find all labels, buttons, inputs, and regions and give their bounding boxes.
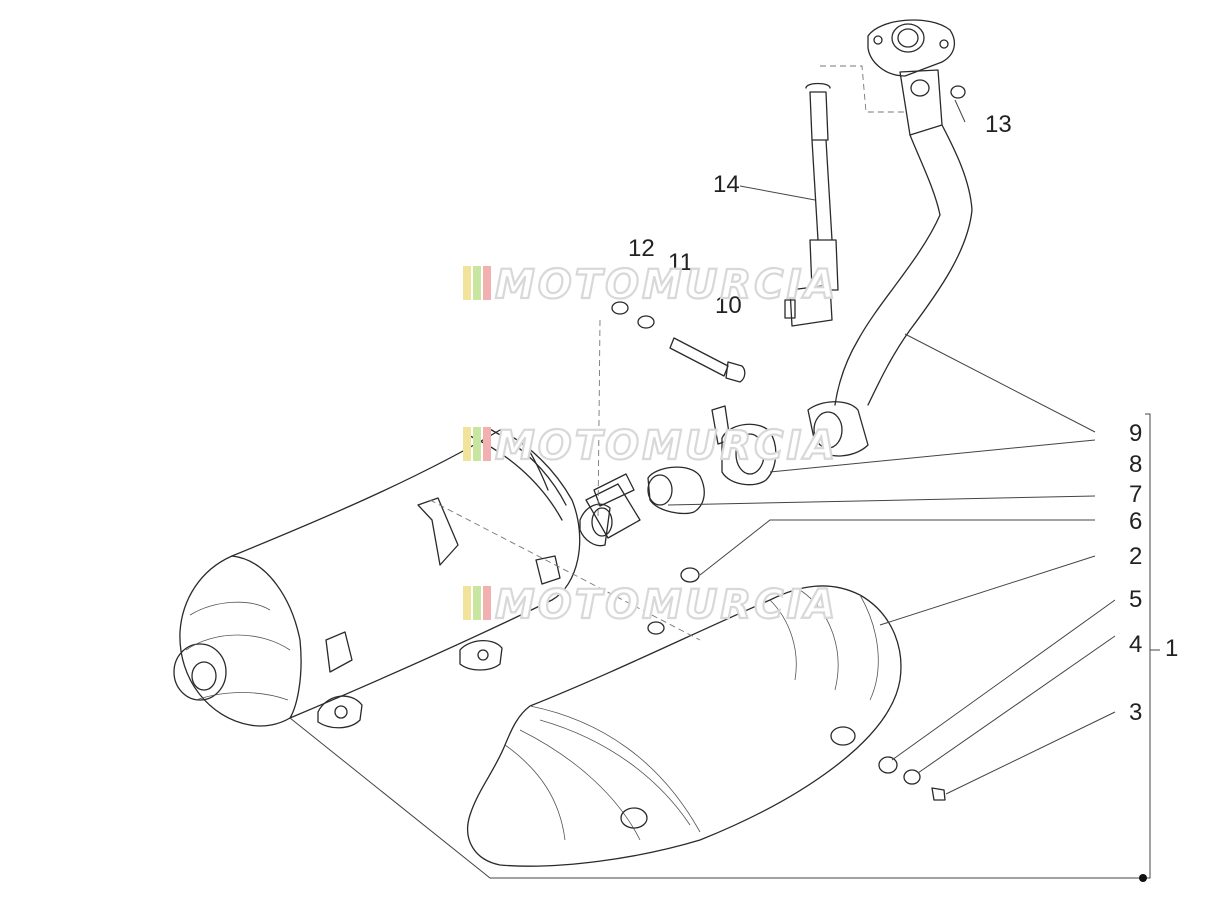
muffler <box>173 427 641 729</box>
callout-6: 6 <box>1129 508 1142 535</box>
dashed-guides <box>429 65 905 641</box>
watermark-3: MOTOMURCIA <box>463 581 838 629</box>
bolt-assembly <box>611 301 746 383</box>
leader-end-dot <box>1139 874 1147 882</box>
callout-8: 8 <box>1129 451 1142 478</box>
watermark-2: MOTOMURCIA <box>463 422 838 470</box>
callout-9: 9 <box>1129 420 1142 447</box>
lambda-sensor <box>784 82 839 327</box>
callout-12: 12 <box>628 235 655 262</box>
watermark-text: MOTOMURCIA <box>495 423 838 469</box>
callout-14: 14 <box>713 171 740 198</box>
watermark-1: MOTOMURCIA <box>463 261 838 309</box>
gasket-ring <box>647 466 705 515</box>
heat-shield <box>467 585 902 867</box>
callout-7: 7 <box>1129 481 1142 508</box>
watermark-text: MOTOMURCIA <box>495 582 838 628</box>
callout-4: 4 <box>1129 631 1142 658</box>
callout-5: 5 <box>1129 586 1142 613</box>
leader-lines <box>289 99 1160 879</box>
callout-10: 10 <box>715 292 742 319</box>
callout-11: 11 <box>668 249 693 276</box>
exhaust-pipe <box>807 19 973 457</box>
watermark-text: MOTOMURCIA <box>495 262 838 308</box>
pipe-clamp <box>711 405 777 486</box>
fasteners <box>647 85 966 801</box>
callout-1: 1 <box>1165 635 1178 662</box>
callout-13: 13 <box>985 111 1012 138</box>
callouts: 1 2 3 4 5 6 7 8 9 10 11 12 13 14 <box>628 111 1178 726</box>
callout-2: 2 <box>1129 543 1142 570</box>
callout-3: 3 <box>1129 699 1142 726</box>
